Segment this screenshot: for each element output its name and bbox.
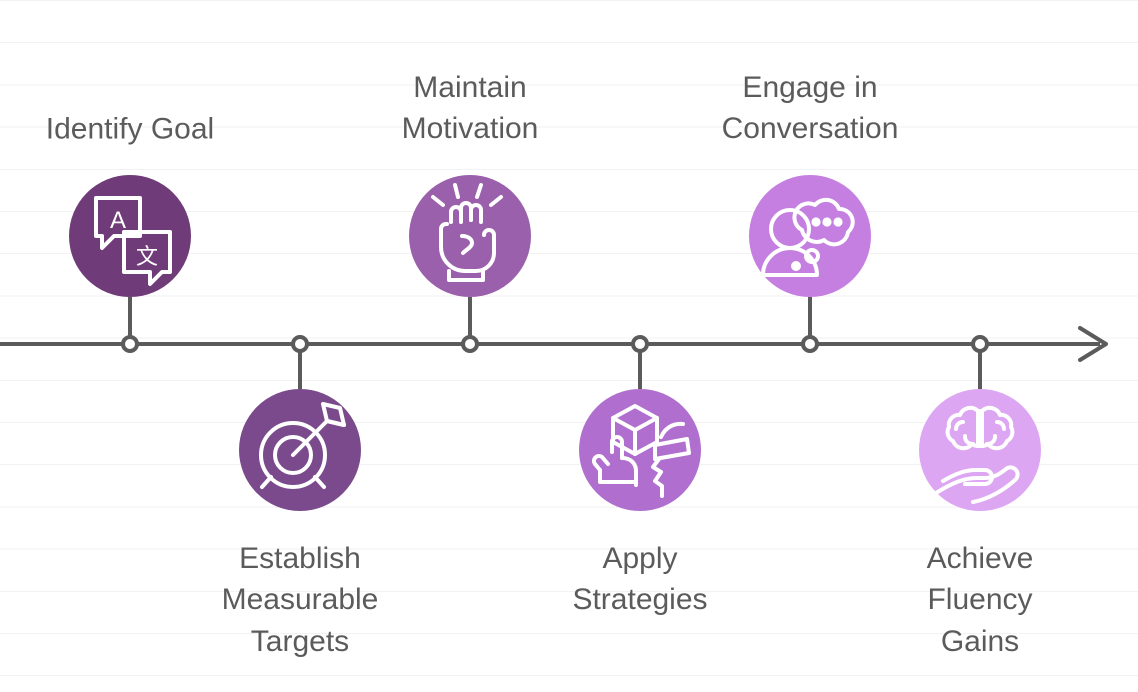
step-label-engage-conversation: Engage in Conversation — [721, 71, 899, 146]
timeline-node-markers — [121, 335, 989, 353]
timeline-step-1[interactable]: A 文 — [69, 175, 191, 297]
step-label-establish-targets: Establish Measurable Targets — [221, 542, 379, 658]
timeline-step-3[interactable] — [409, 175, 531, 297]
hand-holding-brain-icon — [934, 405, 1020, 504]
hand-cube-strategy-icon — [592, 404, 691, 498]
timeline-node-marker[interactable] — [801, 335, 819, 353]
timeline-step-6[interactable] — [919, 389, 1041, 511]
step-circle-maintain-motivation[interactable] — [409, 175, 531, 297]
timeline-node-marker[interactable] — [631, 335, 649, 353]
translation-speech-bubbles-icon: A 文 — [94, 196, 172, 286]
person-speech-bubble-icon — [761, 197, 855, 277]
timeline-axis — [0, 326, 1108, 362]
timeline-node-marker[interactable] — [971, 335, 989, 353]
step-label-identify-goal: Identify Goal — [45, 112, 215, 146]
target-arrow-icon — [259, 402, 346, 489]
timeline-node-marker[interactable] — [461, 335, 479, 353]
step-circle-engage-conversation[interactable] — [749, 175, 871, 297]
svg-text:文: 文 — [136, 245, 158, 270]
timeline-step-5[interactable] — [749, 175, 871, 297]
step-label-achieve-fluency: Achieve Fluency Gains — [926, 542, 1034, 658]
timeline-node-marker[interactable] — [291, 335, 309, 353]
raised-fist-icon — [431, 183, 503, 282]
svg-text:A: A — [110, 207, 126, 234]
timeline-arrow-icon — [1078, 326, 1108, 362]
timeline-node-marker[interactable] — [121, 335, 139, 353]
timeline-step-4[interactable] — [579, 389, 701, 511]
step-label-maintain-motivation: Maintain Motivation — [401, 71, 539, 146]
step-label-apply-strategies: Apply Strategies — [572, 542, 708, 617]
timeline-step-2[interactable] — [239, 389, 361, 511]
